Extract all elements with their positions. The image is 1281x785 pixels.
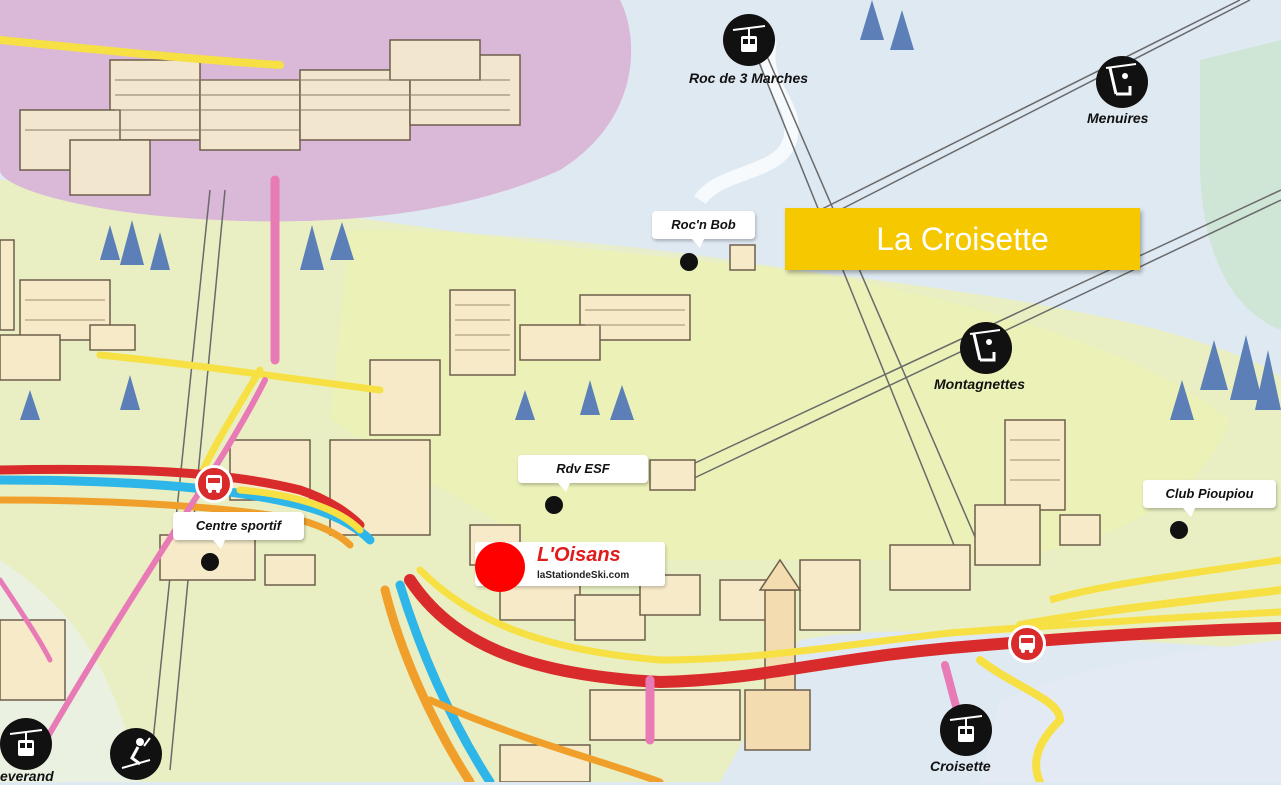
bus-icon[interactable] — [1008, 625, 1046, 663]
callout-roc-n-bob: Roc'n Bob — [652, 211, 755, 248]
chairlift-icon — [960, 322, 1012, 374]
lift-label-everand: everand — [0, 768, 54, 784]
callout-club-pioupiou: Club Pioupiou — [1143, 480, 1276, 517]
lift-label-croisette: Croisette — [930, 758, 991, 774]
featured-residence-card[interactable]: L'Oisans laStationdeSki.com — [475, 542, 665, 592]
location-title-banner: La Croisette — [785, 208, 1140, 270]
point-marker-roc-n-bob[interactable] — [680, 253, 698, 271]
point-marker-club-pioupiou[interactable] — [1170, 521, 1188, 539]
skier-icon — [110, 728, 162, 780]
featured-residence-name: L'Oisans — [537, 544, 621, 566]
lift-label-montagnettes: Montagnettes — [934, 376, 1025, 392]
point-marker-rdv-esf[interactable] — [545, 496, 563, 514]
gondola-icon — [0, 718, 52, 770]
chairlift-icon — [1096, 56, 1148, 108]
featured-residence-source: laStationdeSki.com — [537, 570, 630, 581]
point-marker-centre-sportif[interactable] — [201, 553, 219, 571]
callout-centre-sportif: Centre sportif — [173, 512, 304, 549]
gondola-icon — [723, 14, 775, 66]
bus-icon[interactable] — [195, 465, 233, 503]
lift-label-roc-de-3-marches: Roc de 3 Marches — [689, 70, 809, 86]
callout-rdv-esf: Rdv ESF — [518, 455, 648, 492]
gondola-icon — [940, 704, 992, 756]
featured-residence-marker[interactable] — [475, 542, 525, 592]
lift-label-menuires: Menuires — [1087, 110, 1149, 126]
